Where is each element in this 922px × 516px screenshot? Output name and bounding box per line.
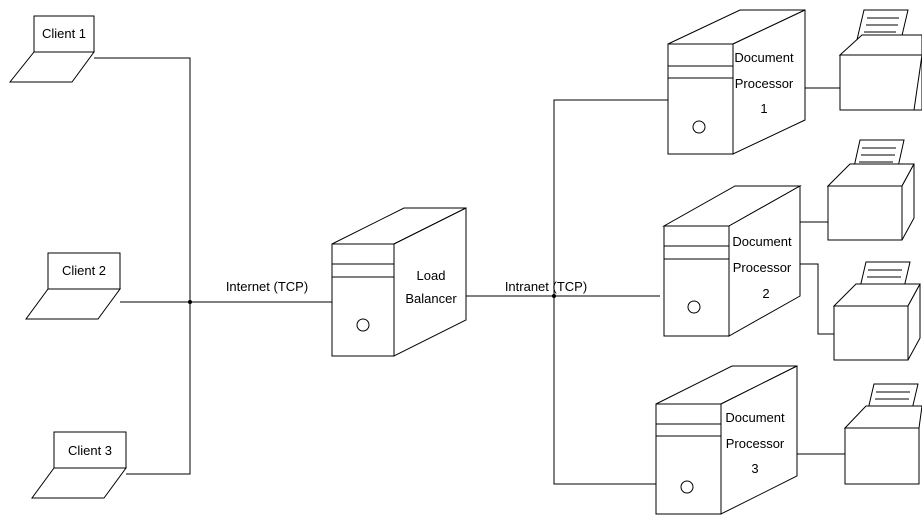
document-processor-3: Document Processor 3 xyxy=(655,365,798,515)
printer-icon xyxy=(839,54,922,111)
internet-link-label: Internet (TCP) xyxy=(226,279,308,294)
processor-3-label-line3: 3 xyxy=(751,461,758,476)
client1-connection xyxy=(94,57,191,302)
load-balancer-label-line2: Balancer xyxy=(405,291,457,306)
printer-2a xyxy=(826,139,915,241)
printer-icon xyxy=(844,427,920,485)
client-1: Client 1 xyxy=(8,15,95,83)
connections xyxy=(94,57,845,485)
client-2: Client 2 xyxy=(25,252,121,320)
printer2b-connection xyxy=(800,263,834,335)
power-button-icon xyxy=(692,120,706,134)
processor-1-label-line3: 1 xyxy=(760,101,767,116)
printer-icon xyxy=(833,305,909,361)
processor3-connection xyxy=(553,296,656,485)
processor-2-label-line1: Document xyxy=(732,234,792,249)
document-processor-1: Document Processor 1 xyxy=(667,9,806,155)
client-bus-junction xyxy=(188,300,192,304)
client-3: Client 3 xyxy=(31,431,127,499)
processor1-connection xyxy=(553,99,668,296)
processor-1-label-line2: Processor xyxy=(735,76,794,91)
printer-3 xyxy=(843,383,922,485)
printer-2b xyxy=(832,261,921,361)
laptop-base-icon xyxy=(25,288,121,320)
laptop-base-icon xyxy=(31,467,127,499)
processor-2-label-line3: 2 xyxy=(762,286,769,301)
power-button-icon xyxy=(687,300,701,314)
tower-front xyxy=(331,243,395,357)
intranet-link-label: Intranet (TCP) xyxy=(505,279,587,294)
client-1-label: Client 1 xyxy=(42,26,86,41)
load-balancer: Load Balancer xyxy=(331,207,467,357)
processor-1-label-line1: Document xyxy=(734,50,794,65)
laptop-screen-icon xyxy=(33,15,95,53)
document-processor-2: Document Processor 2 xyxy=(662,185,802,337)
printer-1 xyxy=(838,9,922,111)
processor-2-label-line2: Processor xyxy=(733,260,792,275)
client-2-label: Client 2 xyxy=(62,263,106,278)
laptop-base-icon xyxy=(8,51,95,83)
power-button-icon xyxy=(356,318,370,332)
client3-connection xyxy=(126,302,191,475)
load-balancer-label-line1: Load xyxy=(417,268,446,283)
printer-icon xyxy=(827,185,903,241)
laptop-screen-icon xyxy=(53,431,127,469)
client-3-label: Client 3 xyxy=(68,443,112,458)
intranet-bus-junction xyxy=(552,294,556,298)
processor-3-label-line1: Document xyxy=(725,410,785,425)
power-button-icon xyxy=(680,480,694,494)
processor-3-label-line2: Processor xyxy=(726,436,785,451)
